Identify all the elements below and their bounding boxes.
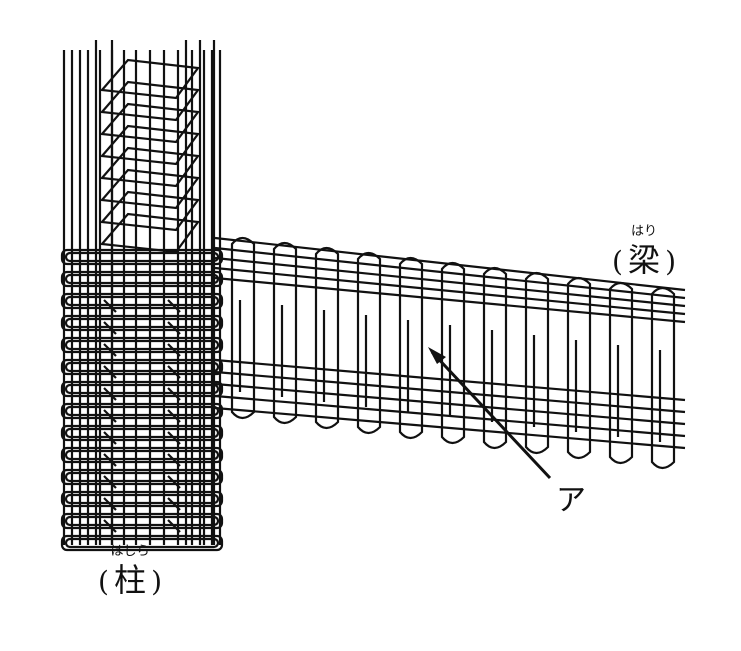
beam-stirrup [440, 261, 466, 445]
column-hoop [60, 512, 224, 530]
beam-stirrup [524, 271, 550, 455]
column-hoop [64, 427, 220, 439]
column-tie-hook [103, 365, 117, 379]
column-tie-hook [103, 497, 117, 511]
column-hoop [99, 190, 201, 232]
column-hoop [64, 493, 220, 505]
beam-stirrup [272, 241, 298, 425]
column-hoop [64, 537, 220, 549]
column-tie-hook [167, 387, 181, 401]
column-hoop [64, 251, 220, 263]
column-kanji: 柱 [114, 561, 147, 599]
column-hoop [60, 248, 224, 266]
column-hoop [60, 336, 224, 354]
beam-stirrup [482, 266, 508, 450]
column-hoop [60, 424, 224, 442]
column-tie-hook [167, 343, 181, 357]
column-tie-hook [103, 343, 117, 357]
column-tie-hook [103, 431, 117, 445]
column-hoop [64, 361, 220, 373]
column-tie-hook [167, 409, 181, 423]
column-tie-hook [167, 475, 181, 489]
column-hoop [64, 405, 220, 417]
column-hoop [60, 292, 224, 310]
beam-main-bar [214, 266, 686, 316]
beam-main-bar [214, 276, 686, 324]
column-hoop [99, 58, 201, 100]
beam-main-bar [214, 406, 686, 450]
column-label: ( はしら 柱 ) [98, 544, 163, 601]
beam-stirrup [566, 276, 592, 460]
beam-label: ( はり 梁 ) [612, 224, 677, 281]
column-hoop [99, 146, 201, 188]
column-hoop [99, 102, 201, 144]
marker-label: ア [556, 483, 586, 518]
column-hoop [64, 471, 220, 483]
beam-close-paren: ) [665, 245, 677, 278]
beam-main-bar [214, 246, 686, 300]
column-hoop [60, 314, 224, 332]
column-tie-hook [103, 519, 117, 533]
column-hoop [99, 124, 201, 166]
column-hoop [64, 515, 220, 527]
column-tie-hook [167, 365, 181, 379]
column-hoop [60, 468, 224, 486]
column-hoop [64, 449, 220, 461]
column-open-paren: ( [98, 565, 109, 598]
column-tie-hook [167, 321, 181, 335]
beam-open-paren: ( [612, 245, 623, 278]
column-hoop [60, 380, 224, 398]
column-hoop [99, 168, 201, 210]
column-tie-hook [167, 431, 181, 445]
column-hoop [64, 295, 220, 307]
leader-line [430, 350, 552, 480]
column-tie-hook [103, 387, 117, 401]
beam-stirrup [650, 286, 676, 470]
beam-stirrup [314, 246, 340, 430]
column-tie-hook [167, 497, 181, 511]
beam-stirrup [356, 251, 382, 435]
beam-stirrup [230, 236, 256, 420]
column-hoop [60, 446, 224, 464]
leader-arrowhead [428, 347, 446, 364]
column-tie-hook [103, 409, 117, 423]
column-hoop [60, 402, 224, 420]
column-reading: はしら [110, 544, 150, 559]
column-tie-hook [167, 519, 181, 533]
beam-reading: はり [631, 224, 658, 239]
column-close-paren: ) [151, 565, 163, 598]
column-hoop [60, 490, 224, 508]
column-rebar-cage [60, 40, 224, 552]
beam-stirrup [398, 256, 424, 440]
beam-kanji: 梁 [628, 241, 661, 279]
column-tie-hook [103, 453, 117, 467]
column-hoop [60, 358, 224, 376]
column-tie-hook [103, 475, 117, 489]
column-hoop [60, 534, 224, 552]
column-hoop [64, 339, 220, 351]
column-tie-hook [103, 299, 117, 313]
beam-stirrup [608, 281, 634, 465]
column-hoop [64, 317, 220, 329]
column-hoop [99, 80, 201, 122]
column-tie-hook [167, 299, 181, 313]
column-tie-hook [103, 321, 117, 335]
beam-main-bar [214, 256, 686, 308]
column-hoop [64, 383, 220, 395]
column-tie-hook [167, 453, 181, 467]
beam-rebar-cage [214, 236, 686, 470]
